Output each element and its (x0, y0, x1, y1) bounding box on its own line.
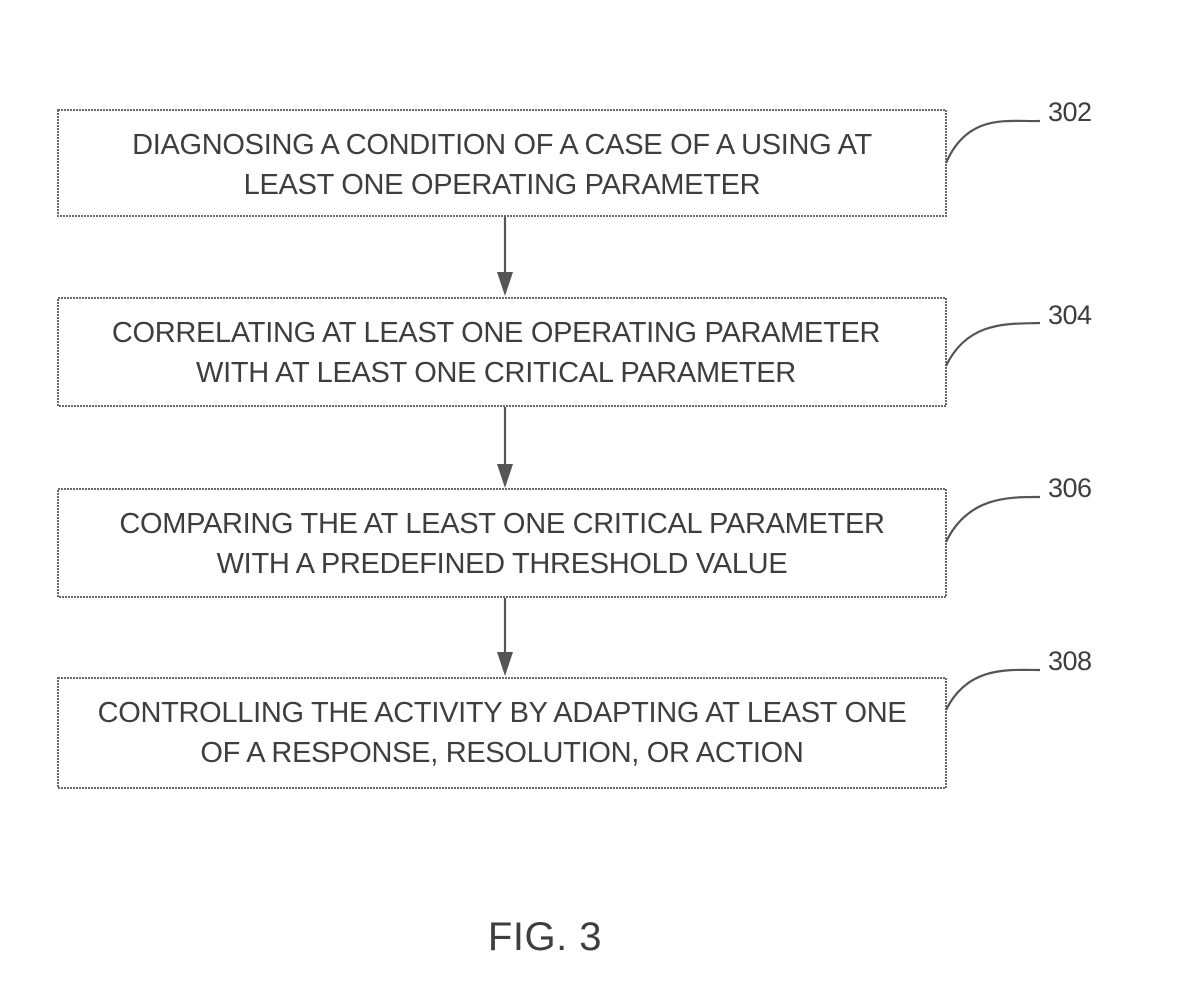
step-304-line-2: WITH AT LEAST ONE CRITICAL PARAMETER (196, 357, 796, 389)
step-308-line-2: OF A RESPONSE, RESOLUTION, OR ACTION (200, 737, 803, 769)
step-302-line-1: DIAGNOSING A CONDITION OF A CASE OF A US… (132, 129, 872, 161)
step-308: CONTROLLING THE ACTIVITY BY ADAPTING AT … (58, 646, 1092, 788)
step-308-leader-line (946, 670, 1040, 710)
step-306-leader-line (946, 497, 1040, 542)
step-308-box (58, 678, 946, 788)
step-306-reference-number: 306 (1048, 473, 1092, 503)
step-302-line-2: LEAST ONE OPERATING PARAMETER (244, 169, 761, 201)
step-302: DIAGNOSING A CONDITION OF A CASE OF A US… (58, 97, 1092, 216)
step-304-line-1: CORRELATING AT LEAST ONE OPERATING PARAM… (112, 317, 880, 349)
arrow-302-to-304 (497, 217, 513, 296)
step-306-line-2: WITH A PREDEFINED THRESHOLD VALUE (217, 548, 788, 580)
step-304-reference-number: 304 (1048, 300, 1092, 330)
figure-label: FIG. 3 (488, 915, 602, 959)
step-304-leader-line (946, 323, 1040, 366)
arrow-302-to-304-head (497, 272, 513, 296)
step-302-reference-number: 302 (1048, 97, 1092, 127)
step-306: COMPARING THE AT LEAST ONE CRITICAL PARA… (58, 473, 1092, 597)
step-308-reference-number: 308 (1048, 646, 1092, 676)
arrow-304-to-306 (497, 407, 513, 488)
step-306-box (58, 489, 946, 597)
step-308-line-1: CONTROLLING THE ACTIVITY BY ADAPTING AT … (98, 697, 907, 729)
step-306-line-1: COMPARING THE AT LEAST ONE CRITICAL PARA… (119, 508, 884, 540)
arrow-306-to-308 (497, 598, 513, 676)
arrow-304-to-306-head (497, 464, 513, 488)
step-302-leader-line (946, 121, 1040, 163)
arrow-306-to-308-head (497, 652, 513, 676)
step-304-box (58, 298, 946, 406)
step-304: CORRELATING AT LEAST ONE OPERATING PARAM… (58, 298, 1092, 406)
